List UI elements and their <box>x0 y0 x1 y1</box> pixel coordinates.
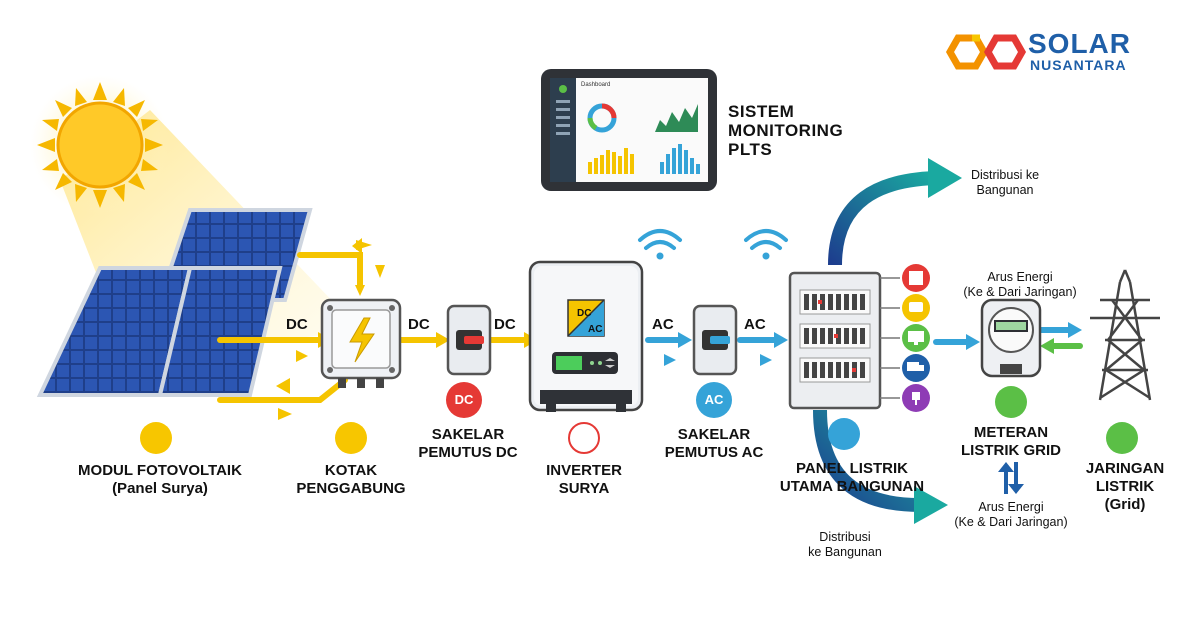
inverter-ac-text: AC <box>588 324 602 335</box>
ac-arrowheads <box>664 322 1082 366</box>
flow-label-ac-1: AC <box>652 316 674 333</box>
ac-flow-lines <box>645 327 1073 345</box>
grid-meter <box>980 298 1042 378</box>
transmission-tower <box>1090 269 1160 401</box>
logo-icon <box>945 34 1027 70</box>
inverter-dc-text: DC <box>577 308 591 319</box>
dc-badge: DC <box>446 382 482 418</box>
sun-icon <box>30 75 170 215</box>
return-arrowhead <box>1040 338 1054 354</box>
inverter: DC AC <box>528 260 644 412</box>
main-electrical-panel <box>788 271 882 410</box>
dc-flow-lines <box>217 252 531 403</box>
distribution-arrow-bottom <box>813 409 921 512</box>
wifi-icon <box>744 229 788 260</box>
flow-label-ac-2: AC <box>744 316 766 333</box>
monitoring-tablet <box>541 69 717 191</box>
tablet-screen-header: Dashboard <box>581 82 611 88</box>
meter-icon <box>995 386 1027 418</box>
energy-flow-top-label: Arus Energi(Ke & Dari Jaringan) <box>963 270 1077 299</box>
wifi-icon <box>638 229 682 260</box>
pv-label: MODUL FOTOVOLTAIK(Panel Surya) <box>78 462 242 497</box>
energy-flow-bottom-label: Arus Energi(Ke & Dari Jaringan) <box>954 500 1068 529</box>
tower-icon <box>1106 422 1138 454</box>
junction-icon <box>335 422 367 454</box>
energy-vertical-arrows <box>998 462 1024 494</box>
distribution-arrow-top <box>828 171 936 266</box>
inverter-icon <box>568 422 600 454</box>
flow-label-dc-2: DC <box>408 316 430 333</box>
brand-name: SOLAR <box>1028 28 1131 59</box>
brand-subname: NUSANTARA <box>1030 57 1127 73</box>
dc-disconnect-switch <box>446 304 492 376</box>
solar-panel-icon <box>140 422 172 454</box>
lightning-icon <box>828 418 860 450</box>
monitoring-title: SISTEM MONITORING PLTS <box>728 102 844 159</box>
ac-badge: AC <box>696 382 732 418</box>
ac-disconnect-switch <box>692 304 738 376</box>
flow-label-dc-3: DC <box>494 316 516 333</box>
combiner-box <box>320 298 402 388</box>
flow-label-dc-1: DC <box>286 316 308 333</box>
solar-panel-array <box>36 208 313 397</box>
load-icons <box>902 264 930 412</box>
